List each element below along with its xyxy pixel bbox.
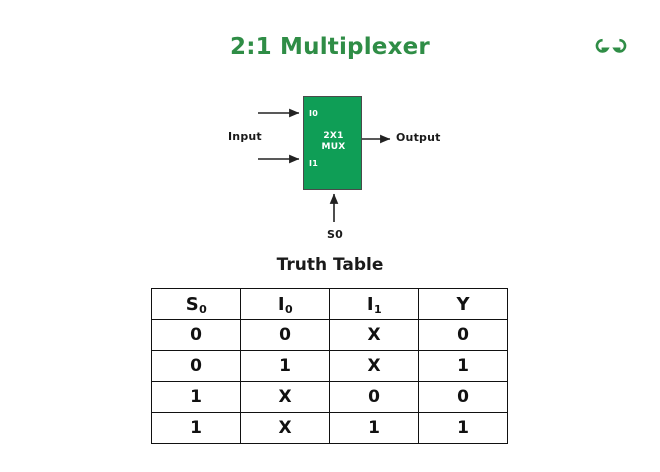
header-base: S bbox=[185, 293, 199, 315]
table-row: 1 X 1 1 bbox=[151, 412, 508, 444]
table-row: 0 1 X 1 bbox=[151, 350, 508, 382]
table-cell: 1 bbox=[151, 381, 241, 413]
table-cell: 1 bbox=[240, 350, 330, 382]
header-subscript: 0 bbox=[285, 302, 293, 316]
mux-core-label: 2X1 MUX bbox=[304, 131, 363, 153]
table-header-row: S0 I0 I1 Y bbox=[151, 288, 508, 320]
page-title: 2:1 Multiplexer bbox=[230, 34, 430, 60]
mux-block-diagram: I0 I1 2X1 MUX Input Output S0 bbox=[228, 96, 441, 241]
header-subscript: 0 bbox=[199, 302, 207, 316]
table-cell: X bbox=[240, 381, 330, 413]
table-cell: 0 bbox=[151, 319, 241, 351]
truth-table-heading: Truth Table bbox=[276, 255, 384, 275]
table-header-cell-i1: I1 bbox=[329, 288, 419, 320]
table-header-cell-y: Y bbox=[418, 288, 508, 320]
mux-core-label-line2: MUX bbox=[321, 142, 346, 152]
select-line-label-s0: S0 bbox=[327, 228, 343, 241]
geeksforgeeks-logo-icon bbox=[588, 32, 634, 58]
table-row: 0 0 X 0 bbox=[151, 319, 508, 351]
table-cell: 1 bbox=[151, 412, 241, 444]
table-header-cell-s0: S0 bbox=[151, 288, 241, 320]
table-row: 1 X 0 0 bbox=[151, 381, 508, 413]
header-base: Y bbox=[456, 293, 470, 315]
table-cell: X bbox=[329, 350, 419, 382]
mux-block: I0 I1 2X1 MUX bbox=[303, 96, 362, 190]
table-cell: 1 bbox=[418, 412, 508, 444]
table-cell: 1 bbox=[329, 412, 419, 444]
table-cell: 0 bbox=[151, 350, 241, 382]
truth-table: S0 I0 I1 Y 0 0 X 0 0 1 X 1 1 X bbox=[151, 288, 508, 444]
header-subscript: 1 bbox=[374, 302, 382, 316]
mux-core-label-line1: 2X1 bbox=[323, 131, 344, 141]
mux-input-label-i1: I1 bbox=[309, 159, 319, 168]
header-base: I bbox=[277, 293, 285, 315]
input-label: Input bbox=[228, 130, 262, 143]
output-label: Output bbox=[396, 131, 441, 144]
header-base: I bbox=[366, 293, 374, 315]
table-cell: X bbox=[329, 319, 419, 351]
table-cell: 0 bbox=[418, 319, 508, 351]
table-cell: 0 bbox=[329, 381, 419, 413]
table-cell: 0 bbox=[240, 319, 330, 351]
table-cell: 0 bbox=[418, 381, 508, 413]
table-cell: 1 bbox=[418, 350, 508, 382]
diagram-connection-lines bbox=[258, 108, 391, 222]
table-cell: X bbox=[240, 412, 330, 444]
mux-input-label-i0: I0 bbox=[309, 109, 319, 118]
table-header-cell-i0: I0 bbox=[240, 288, 330, 320]
